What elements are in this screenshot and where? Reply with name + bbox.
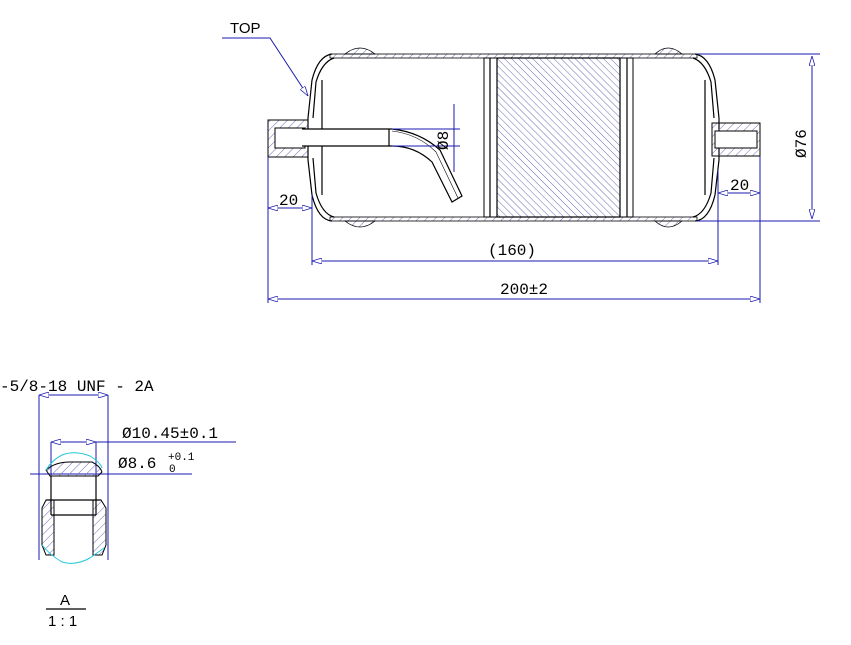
body-length-dimension: (160) (312, 242, 718, 261)
left-fitting-label: 20 (279, 192, 298, 210)
inlet-tube (302, 128, 463, 203)
inner-tol-upper: +0.1 (168, 452, 195, 464)
tube-diameter-label: Ø8 (435, 131, 453, 150)
outer-diameter-label: Ø10.45±0.1 (122, 425, 218, 443)
shell-bottom (329, 216, 698, 222)
tube-diameter-dimension: Ø8 (392, 104, 460, 172)
weld-beads (343, 47, 684, 228)
view-scale: 1 : 1 (48, 613, 77, 630)
body-diameter-dimension: Ø76 (697, 53, 820, 222)
top-label: TOP (230, 20, 261, 37)
filter-drier-section (267, 47, 761, 228)
inner-tol-lower: 0 (169, 464, 176, 476)
right-fitting-label: 20 (730, 177, 749, 195)
view-name: A (60, 592, 70, 609)
overall-length-dimension: 200±2 (268, 281, 760, 299)
detail-view-a: -5/8-18 UNF - 2A Ø10.45±0.1 Ø8.6 +0.1 0 … (0, 378, 236, 630)
inner-diameter-label: Ø8.6 (118, 455, 156, 473)
break-line-top (45, 452, 103, 471)
thread-spec-label: -5/8-18 UNF - 2A (0, 378, 154, 396)
left-fitting-dimension: 20 (268, 192, 312, 210)
body-diameter-label: Ø76 (793, 129, 811, 158)
break-line-bottom (41, 544, 105, 564)
overall-length-label: 200±2 (500, 281, 548, 299)
body-length-label: (160) (488, 242, 536, 260)
top-leader (222, 37, 308, 96)
desiccant-core (496, 57, 621, 218)
right-fitting-dimension: 20 (718, 177, 760, 195)
